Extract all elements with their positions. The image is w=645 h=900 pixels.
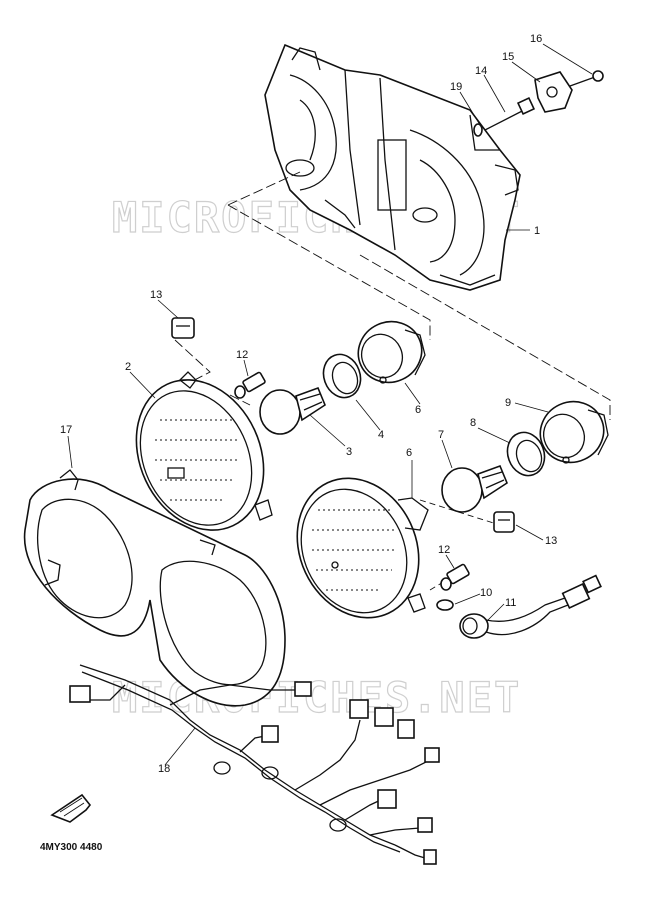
bolt-14 — [484, 96, 536, 131]
watermark-bottom: MICROFICHES.NET — [112, 673, 521, 722]
callout-1: 1 — [534, 225, 540, 237]
holder-6-upper — [357, 320, 426, 384]
ring-4 — [322, 353, 362, 399]
washer-19 — [473, 123, 483, 137]
screw-16 — [569, 70, 604, 87]
callout-12-lower: 12 — [438, 544, 450, 556]
callout-6-upper: 6 — [415, 404, 421, 416]
callout-9: 9 — [505, 397, 511, 409]
callout-17: 17 — [60, 424, 72, 436]
bulb-12-lower — [440, 563, 470, 591]
socket-13-lower — [493, 511, 515, 533]
callout-7: 7 — [438, 429, 444, 441]
left-headlight-lens — [135, 371, 273, 531]
callout-2: 2 — [125, 361, 131, 373]
callout-14: 14 — [475, 65, 487, 77]
front-arrow-icon — [50, 793, 92, 823]
callout-11: 11 — [505, 597, 516, 609]
callout-leaders — [67, 43, 593, 766]
callout-3: 3 — [346, 446, 352, 458]
bulb-12-upper — [234, 371, 266, 399]
callout-8: 8 — [470, 417, 476, 429]
holder-9 — [539, 400, 609, 464]
callout-16: 16 — [530, 33, 542, 45]
callout-12-upper: 12 — [236, 349, 248, 361]
callout-18: 18 — [158, 763, 170, 775]
callout-13-upper: 13 — [150, 289, 162, 301]
bulb-10 — [436, 599, 454, 611]
headlight-housing — [264, 43, 521, 291]
callout-10: 10 — [480, 587, 492, 599]
bulb-7 — [441, 464, 508, 513]
wire-harness — [69, 664, 440, 865]
callout-labels: 1 2 3 4 6 6 7 8 9 10 11 12 12 13 13 14 1… — [60, 33, 557, 775]
ring-8 — [506, 431, 546, 477]
headlight-rim-cover — [23, 469, 286, 707]
callout-6-lower: 6 — [406, 447, 412, 459]
callout-19: 19 — [450, 81, 462, 93]
socket-11 — [459, 574, 602, 639]
right-headlight-lens — [296, 477, 429, 619]
callout-15: 15 — [502, 51, 514, 63]
callout-13-lower: 13 — [545, 535, 557, 547]
bulb-3 — [259, 386, 326, 435]
socket-13-upper — [171, 317, 195, 339]
callout-4: 4 — [378, 429, 384, 441]
drawing-code: 4MY300 4480 — [40, 842, 103, 853]
bracket-15 — [534, 71, 573, 113]
